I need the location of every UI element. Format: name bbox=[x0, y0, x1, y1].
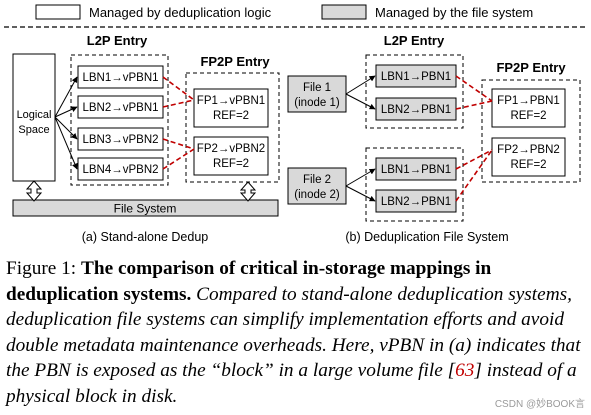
panel-a-fp1-line1: FP1→vPBN1 bbox=[197, 95, 265, 107]
caption-label: Figure 1: bbox=[6, 258, 77, 279]
panel-b-file2-line2: (inode 2) bbox=[294, 189, 340, 201]
panel-b-dedup-link-3 bbox=[455, 149, 493, 170]
panel-a-caption: (a) Stand-alone Dedup bbox=[82, 230, 209, 244]
panel-a: L2P Entry FP2P Entry Logical Space LBN1→… bbox=[12, 33, 280, 244]
panel-a-entry-4: LBN4→vPBN2 bbox=[82, 164, 158, 176]
panel-b-arrow-1 bbox=[345, 75, 376, 95]
panel-b-dedup-link-1 bbox=[455, 75, 493, 102]
panel-b-fp1-line2: REF=2 bbox=[510, 110, 546, 122]
panel-b: L2P Entry FP2P Entry File 1 (inode 1) Fi… bbox=[287, 33, 581, 244]
panel-a-arrow-4 bbox=[54, 116, 78, 170]
panel-a-file-system-label: File System bbox=[114, 202, 177, 216]
panel-a-arrow-3 bbox=[54, 116, 78, 140]
panel-a-fp1-box bbox=[193, 88, 269, 128]
panel-b-entry-3: LBN1→PBN1 bbox=[381, 164, 451, 176]
panel-b-entry-1: LBN1→PBN1 bbox=[381, 71, 451, 83]
panel-a-fp2-box bbox=[193, 136, 269, 176]
panel-a-fp1-line2: REF=2 bbox=[213, 110, 249, 122]
panel-a-fp2p-group bbox=[185, 72, 280, 183]
panel-b-l2p-group-2 bbox=[365, 147, 464, 222]
panel-a-entry-1: LBN1→vPBN1 bbox=[82, 72, 158, 84]
panel-b-arrow-4 bbox=[345, 185, 376, 202]
panel-a-dedup-link-3 bbox=[162, 138, 195, 150]
panel-a-dedup-link-2 bbox=[162, 99, 195, 108]
caption-title: The comparison of critical in-storage ma… bbox=[6, 258, 492, 305]
panel-b-arrow-2 bbox=[345, 93, 376, 110]
panel-b-entry-4: LBN2→PBN1 bbox=[381, 196, 451, 208]
panel-a-file-system-bar bbox=[12, 199, 279, 217]
watermark: CSDN @妙BOOK言 bbox=[494, 399, 585, 410]
panel-b-entry-2: LBN2→PBN1 bbox=[381, 104, 451, 116]
panel-b-fp1-line1: FP1→PBN1 bbox=[497, 95, 560, 107]
panel-b-file1-line2: (inode 1) bbox=[294, 97, 340, 109]
legend: Managed by deduplication logic Managed b… bbox=[35, 4, 533, 20]
legend-gray-swatch bbox=[321, 4, 367, 20]
panel-a-logical-space-box bbox=[12, 53, 56, 182]
panel-a-arrow-2 bbox=[54, 106, 78, 118]
panel-a-logical-space-line1: Logical bbox=[17, 109, 52, 121]
panel-b-dedup-link-4 bbox=[455, 149, 493, 202]
panel-b-caption: (b) Deduplication File System bbox=[345, 230, 508, 244]
panel-a-l2p-group bbox=[70, 54, 169, 186]
panel-b-fp2-line2: REF=2 bbox=[510, 159, 546, 171]
panel-b-fp2p-title: FP2P Entry bbox=[496, 60, 566, 75]
panel-a-entry-2: LBN2→vPBN1 bbox=[82, 102, 158, 114]
panel-a-fp2-line2: REF=2 bbox=[213, 158, 249, 170]
panel-a-entry-3: LBN3→vPBN2 bbox=[82, 134, 158, 146]
panel-b-file2-line1: File 2 bbox=[303, 174, 331, 186]
panel-a-l2p-title: L2P Entry bbox=[87, 33, 148, 48]
panel-a-logical-space-line2: Space bbox=[18, 124, 49, 136]
panel-b-fp2p-group bbox=[481, 79, 581, 183]
panel-b-fp1-box bbox=[491, 88, 566, 128]
legend-white-swatch bbox=[35, 4, 81, 20]
legend-white-label: Managed by deduplication logic bbox=[89, 5, 272, 20]
figure-caption: Figure 1: The comparison of critical in-… bbox=[6, 256, 586, 410]
panel-b-fp2-box bbox=[491, 137, 566, 177]
panel-b-l2p-title: L2P Entry bbox=[384, 33, 445, 48]
caption-reference-link[interactable]: 63 bbox=[455, 360, 475, 382]
figure-diagram: Managed by deduplication logic Managed b… bbox=[4, 4, 587, 244]
caption-body-part1: Compared to stand-alone deduplication sy… bbox=[6, 283, 581, 382]
panel-a-updown-arrow-left bbox=[25, 180, 43, 202]
panel-a-dedup-link-1 bbox=[162, 76, 195, 101]
panel-b-arrow-3 bbox=[345, 168, 376, 187]
panel-a-arrow-1 bbox=[54, 76, 78, 118]
panel-b-fp2-line1: FP2→PBN2 bbox=[497, 144, 560, 156]
panel-b-file1-line1: File 1 bbox=[303, 82, 331, 94]
panel-a-updown-arrow-right bbox=[239, 181, 257, 202]
panel-b-dedup-link-2 bbox=[455, 100, 493, 110]
panel-a-fp2p-title: FP2P Entry bbox=[200, 54, 270, 69]
panel-b-l2p-group-1 bbox=[365, 54, 464, 129]
panel-a-dedup-link-4 bbox=[162, 148, 195, 170]
caption-body-part2: ] instead of a physical block in disk. bbox=[6, 360, 577, 407]
panel-a-fp2-line1: FP2→vPBN2 bbox=[197, 143, 265, 155]
legend-gray-label: Managed by the file system bbox=[375, 5, 533, 20]
